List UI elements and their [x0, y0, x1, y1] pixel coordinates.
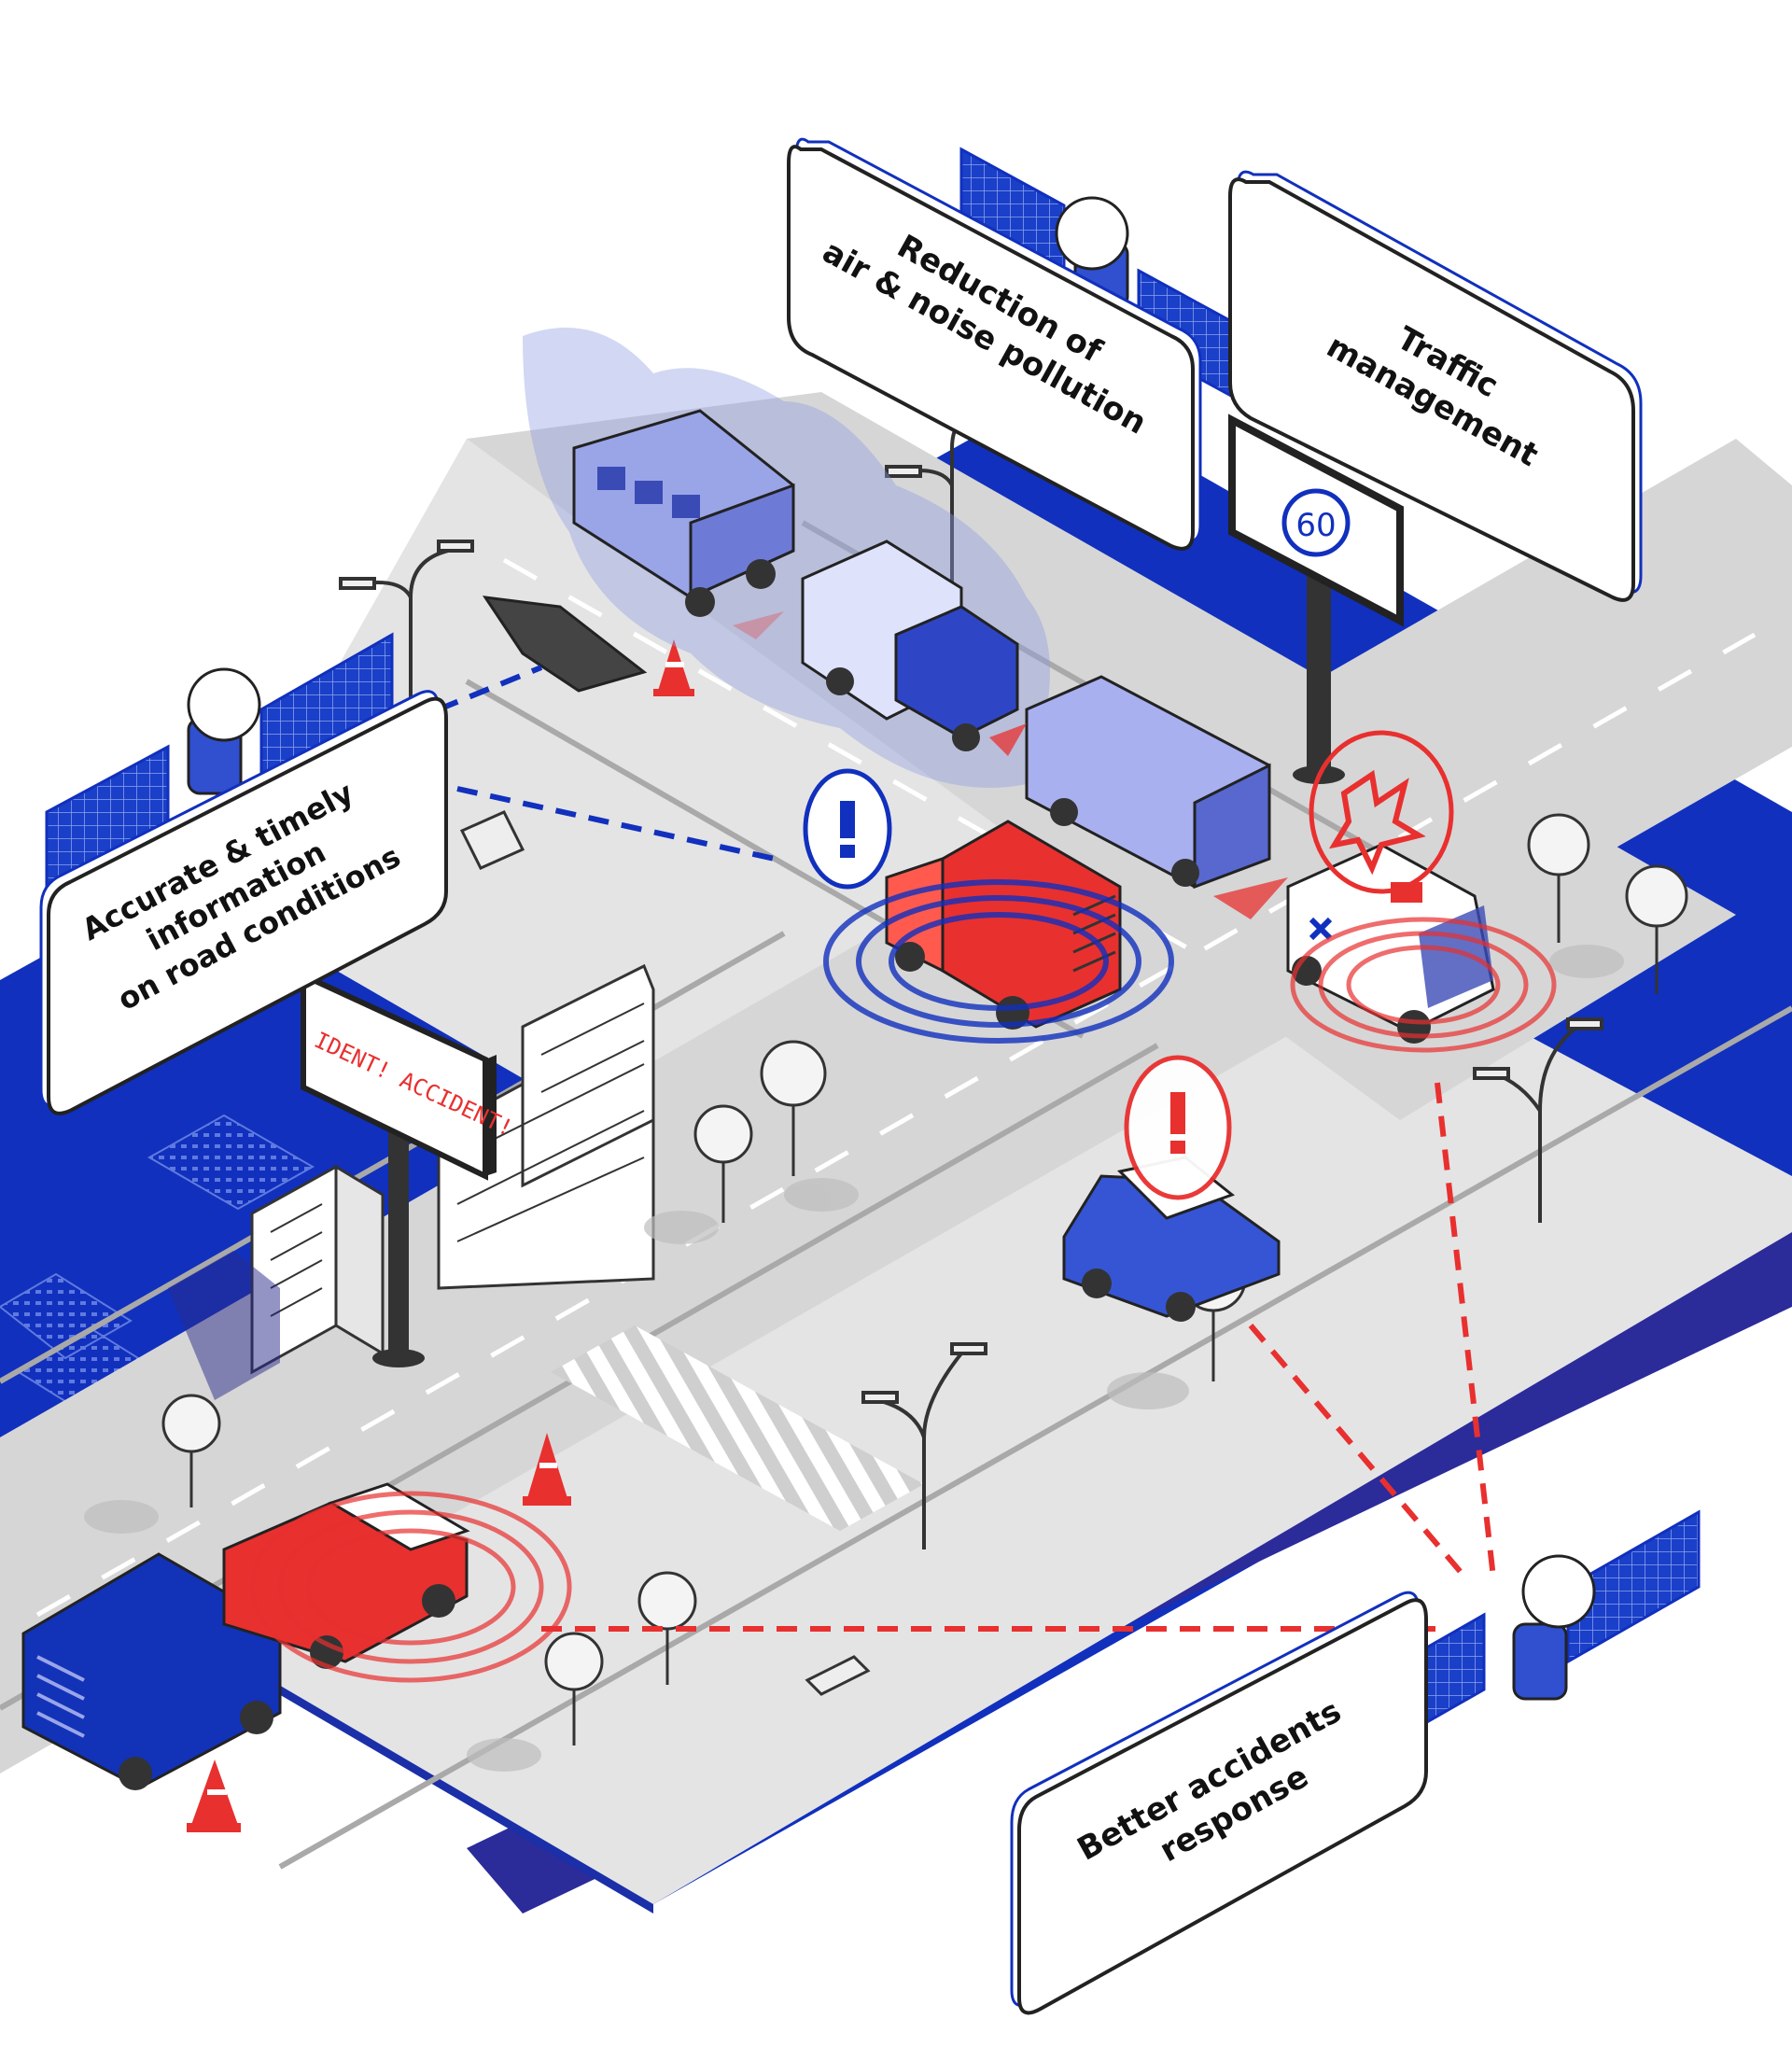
traffic-cone-icon: [187, 639, 694, 1832]
speed-limit-sign: 60: [1228, 414, 1404, 784]
alert-rings: [249, 879, 1557, 1683]
crosswalk: [551, 1325, 924, 1531]
accident-billboard: IDENT! ACCIDENT!: [301, 971, 517, 1367]
tree-icon: [84, 813, 1688, 1772]
road-crack: [482, 596, 648, 693]
connector-lines: [437, 665, 1496, 1632]
bench: [459, 810, 871, 1696]
alert-icon: [803, 768, 1232, 1200]
crashed-blue-truck: [21, 1552, 282, 1790]
box-truck: [801, 540, 1019, 751]
explosion-icon: [1309, 730, 1454, 894]
bus: [1025, 675, 1271, 890]
label-card-accidents: Better accidents response: [1010, 1591, 1428, 2015]
satellite-icon: [45, 632, 394, 890]
label-card-traffic: Traffic management: [1228, 170, 1643, 602]
vehicles: [21, 409, 1495, 1790]
signal-wedges: [733, 611, 1288, 919]
label-card-road-info: Accurate & timely information on road co…: [39, 690, 448, 1115]
van: [572, 409, 795, 617]
speed-sign-value: 60: [1295, 507, 1336, 544]
